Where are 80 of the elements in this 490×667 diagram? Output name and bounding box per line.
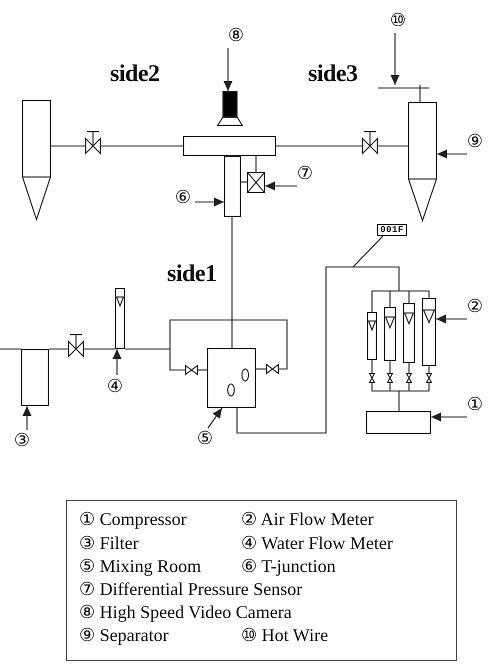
legend-entry: ③ Filter bbox=[79, 532, 139, 554]
flow-meter bbox=[403, 303, 415, 363]
legend-entry: ⑩ Hot Wire bbox=[241, 624, 328, 646]
hot-wire-probe bbox=[378, 85, 429, 90]
legend-entry: ⑥ T-junction bbox=[241, 555, 336, 577]
pipe-line bbox=[125, 348, 185, 371]
pipe-line bbox=[231, 217, 233, 348]
callout-number: ⑧ bbox=[225, 24, 247, 48]
pipe-line bbox=[378, 145, 408, 147]
leader-arrow bbox=[208, 408, 222, 428]
pipe-line bbox=[51, 145, 85, 147]
pipe-line bbox=[428, 366, 430, 373]
readout-tag: 001F bbox=[377, 224, 407, 236]
pipe-line bbox=[408, 363, 410, 373]
callout-number: ④ bbox=[104, 375, 126, 399]
pipe-line bbox=[389, 361, 391, 373]
pipe-line bbox=[49, 348, 68, 350]
callout-number: ⑤ bbox=[194, 428, 216, 450]
camera-icon bbox=[217, 91, 243, 126]
leader-arrow bbox=[437, 150, 467, 158]
callout-number: ② bbox=[463, 295, 487, 319]
legend-entry: ② Air Flow Meter bbox=[241, 508, 374, 530]
leader-arrow bbox=[22, 406, 32, 430]
compressor-unit bbox=[366, 411, 431, 434]
mixing-chamber bbox=[207, 348, 256, 408]
leader-arrow bbox=[390, 33, 400, 85]
pipe-line bbox=[101, 145, 183, 147]
valve-icon bbox=[387, 373, 393, 383]
valve-icon bbox=[369, 373, 375, 383]
pipe-line bbox=[241, 181, 247, 183]
callout-number: ③ bbox=[11, 430, 33, 452]
callout-number: ① bbox=[463, 393, 487, 417]
pipe-line bbox=[256, 368, 266, 370]
callout-number: ⑦ bbox=[293, 162, 317, 186]
pipe-line bbox=[198, 369, 207, 371]
sensor-box bbox=[247, 172, 265, 193]
legend-entry: ⑤ Mixing Room bbox=[79, 555, 202, 577]
callout-number: ⑥ bbox=[171, 186, 195, 210]
valve-icon bbox=[85, 138, 101, 154]
leader-arrow bbox=[265, 182, 297, 190]
pipe-line bbox=[371, 382, 430, 412]
flow-meter bbox=[384, 307, 396, 361]
legend-entry: ⑧ High Speed Video Camera bbox=[79, 601, 292, 623]
pipe-line bbox=[419, 90, 421, 102]
leader-arrow bbox=[195, 198, 224, 206]
pipe-line bbox=[255, 156, 257, 172]
callout-number: ⑩ bbox=[387, 9, 409, 33]
pipe-line bbox=[84, 348, 115, 350]
leader-line bbox=[352, 236, 384, 268]
legend-entry: ⑦ Differential Pressure Sensor bbox=[79, 578, 302, 600]
legend-box bbox=[66, 500, 457, 661]
valve-icon bbox=[266, 364, 279, 374]
t-junction-tube bbox=[224, 156, 241, 217]
flow-meter bbox=[115, 288, 125, 349]
section-label: side2 bbox=[110, 62, 160, 86]
pipe-line bbox=[236, 266, 430, 434]
leader-arrow bbox=[436, 314, 467, 324]
pipe-line bbox=[0, 348, 21, 350]
valve-icon bbox=[68, 341, 84, 357]
valve-icon bbox=[185, 365, 198, 375]
pipe-line bbox=[276, 145, 362, 147]
leader-arrow bbox=[224, 48, 232, 91]
legend-entry: ⑨ Separator bbox=[79, 624, 169, 646]
section-label: side3 bbox=[308, 62, 358, 86]
test-section-tube bbox=[183, 136, 276, 156]
legend-entry: ④ Water Flow Meter bbox=[241, 532, 393, 554]
pipe-line bbox=[371, 360, 373, 373]
valve-icon bbox=[362, 138, 378, 154]
callout-number: ⑨ bbox=[463, 130, 487, 154]
leader-arrow bbox=[431, 412, 467, 422]
separator-vessel bbox=[408, 102, 437, 221]
flow-meter bbox=[422, 298, 436, 366]
section-label: side1 bbox=[167, 262, 217, 286]
leader-arrow bbox=[112, 349, 122, 375]
flow-meter bbox=[367, 312, 377, 360]
valve-icon bbox=[426, 373, 432, 383]
legend-entry: ① Compressor bbox=[79, 508, 187, 530]
filter-tank bbox=[21, 349, 49, 406]
valve-icon bbox=[406, 373, 412, 383]
separator-vessel bbox=[22, 100, 51, 220]
